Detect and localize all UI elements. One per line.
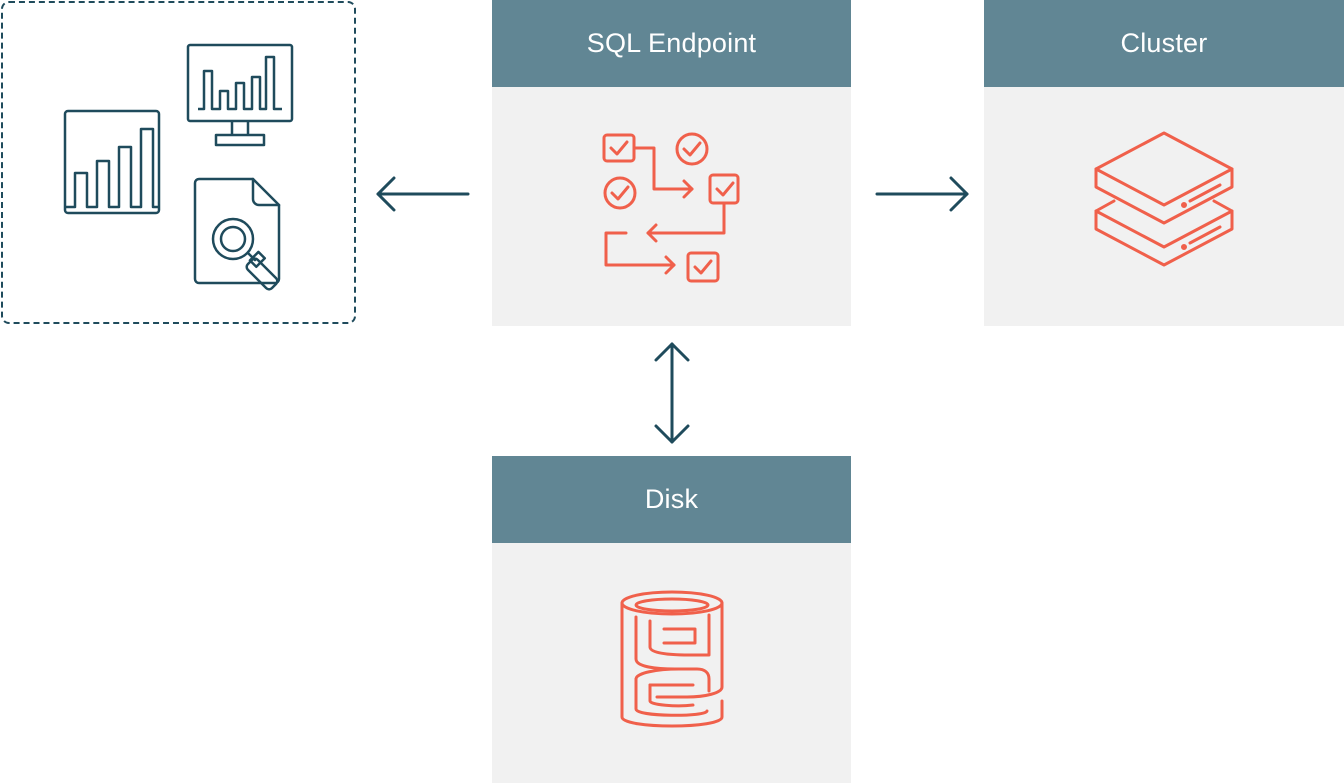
- workflow-checklist-icon: [602, 132, 740, 283]
- disk-body: [492, 543, 851, 783]
- sql-endpoint-node: SQL Endpoint: [492, 0, 851, 326]
- clients-group: [1, 1, 356, 324]
- document-search-icon: [193, 177, 281, 291]
- arrow-to-clients: [376, 176, 470, 212]
- sql-endpoint-body: [492, 87, 851, 326]
- server-stack-icon: [1094, 131, 1234, 267]
- cluster-body: [984, 87, 1344, 326]
- disk-title: Disk: [492, 456, 851, 543]
- disk-node: Disk: [492, 456, 851, 783]
- database-cache-icon: [620, 590, 724, 728]
- arrow-to-disk: [654, 342, 690, 444]
- arrow-to-cluster: [875, 176, 969, 212]
- sql-endpoint-title: SQL Endpoint: [492, 0, 851, 87]
- dashboard-monitor-icon: [186, 43, 294, 147]
- cluster-node: Cluster: [984, 0, 1344, 326]
- bar-chart-report-icon: [63, 109, 161, 215]
- cluster-title: Cluster: [984, 0, 1344, 87]
